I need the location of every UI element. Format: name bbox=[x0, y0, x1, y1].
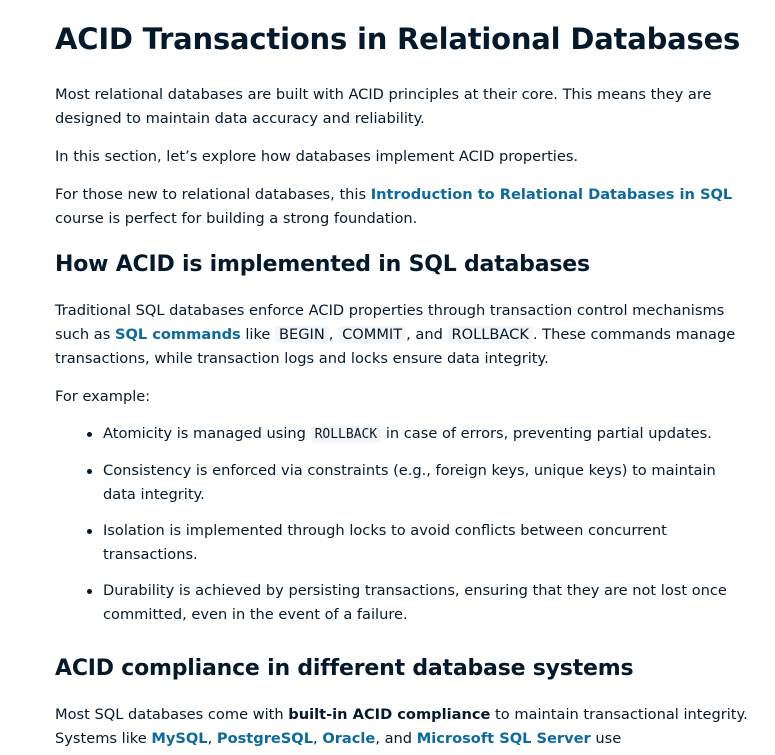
microsoft-sql-server-link[interactable]: Microsoft SQL Server bbox=[416, 730, 591, 747]
page-title: ACID Transactions in Relational Database… bbox=[55, 22, 741, 56]
isolation-text: Isolation is implemented through locks t… bbox=[103, 522, 667, 563]
sql-commands-link[interactable]: SQL commands bbox=[114, 326, 241, 343]
intro-relational-course-link[interactable]: Introduction to Relational Databases in … bbox=[370, 186, 733, 203]
list-item-isolation: Isolation is implemented through locks t… bbox=[87, 519, 743, 567]
code-commit: COMMIT bbox=[338, 326, 407, 343]
section2-paragraph: Most SQL databases come with built-in AC… bbox=[55, 703, 755, 751]
atomicity-text-before: Atomicity is managed using bbox=[103, 425, 311, 442]
intro-paragraph-3: For those new to relational databases, t… bbox=[55, 183, 755, 231]
intro-p3-text-after: course is perfect for building a strong … bbox=[55, 210, 418, 227]
intro-p3-text-before: For those new to relational databases, t… bbox=[55, 186, 371, 203]
bullet-dot bbox=[87, 589, 92, 594]
bullet-dot bbox=[87, 529, 92, 534]
postgresql-link[interactable]: PostgreSQL bbox=[216, 730, 314, 747]
example-label: For example: bbox=[55, 388, 151, 405]
list-item-atomicity: Atomicity is managed using ROLLBACK in c… bbox=[87, 422, 743, 447]
bullet-dot bbox=[87, 432, 92, 437]
section2-text-b: to maintain transactional integrity. Sys… bbox=[55, 706, 748, 747]
section1-text-b: like bbox=[240, 326, 276, 343]
section2-text-a: Most SQL databases come with bbox=[55, 706, 289, 723]
mysql-link[interactable]: MySQL bbox=[151, 730, 208, 747]
code-rollback: ROLLBACK bbox=[447, 326, 533, 343]
built-in-acid-strong: built-in ACID compliance bbox=[288, 706, 491, 723]
section1-text-a: Traditional SQL databases enforce ACID p… bbox=[55, 302, 725, 343]
section2-sep-2: , bbox=[313, 730, 323, 747]
section1-text-c: . These commands manage transactions, wh… bbox=[55, 326, 736, 367]
section1-sep-1: , bbox=[328, 326, 339, 343]
durability-text: Durability is achieved by persisting tra… bbox=[103, 582, 727, 623]
intro-paragraph-1: Most relational databases are built with… bbox=[55, 86, 712, 127]
section2-sep-3: , and bbox=[375, 730, 417, 747]
list-item-durability: Durability is achieved by persisting tra… bbox=[87, 579, 743, 627]
section-heading-acid-compliance: ACID compliance in different database sy… bbox=[55, 656, 634, 681]
section1-sep-2: , and bbox=[406, 326, 448, 343]
atomicity-text-after: in case of errors, preventing partial up… bbox=[381, 425, 712, 442]
bullet-dot bbox=[87, 469, 92, 474]
code-rollback-inline: ROLLBACK bbox=[310, 426, 382, 443]
code-begin: BEGIN bbox=[275, 326, 329, 343]
oracle-link[interactable]: Oracle bbox=[322, 730, 376, 747]
intro-paragraph-2: In this section, let’s explore how datab… bbox=[55, 148, 579, 165]
consistency-text: Consistency is enforced via constraints … bbox=[103, 462, 716, 503]
section2-text-c: use bbox=[590, 730, 622, 747]
section1-paragraph: Traditional SQL databases enforce ACID p… bbox=[55, 299, 755, 371]
list-item-consistency: Consistency is enforced via constraints … bbox=[87, 459, 743, 507]
section2-sep-1: , bbox=[207, 730, 217, 747]
section-heading-acid-implementation: How ACID is implemented in SQL databases bbox=[55, 252, 590, 277]
